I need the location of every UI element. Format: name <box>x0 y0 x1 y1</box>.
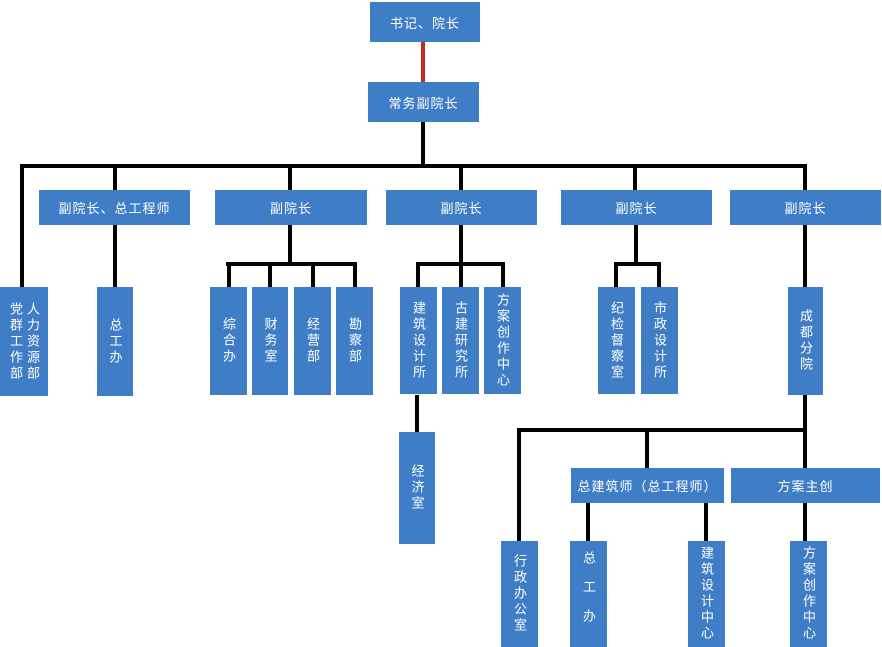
connector-line <box>268 262 272 287</box>
connector-line <box>614 262 661 266</box>
org-node-secretary-president: 书记、院长 <box>370 2 480 42</box>
connector-line-special <box>421 42 425 82</box>
org-node-label: 市政设计所 <box>652 300 667 381</box>
org-node-label: 总建筑师（总工程师） <box>577 479 718 494</box>
org-node-chief-engineer-office: 总工办 <box>97 287 133 396</box>
org-node-vice-president-3: 副院长 <box>561 190 712 225</box>
org-node-discipline-inspection-office: 纪检督察室 <box>598 287 635 394</box>
org-node-architecture-design-institute: 建筑设计所 <box>400 287 437 394</box>
org-node-vice-president-4: 副院长 <box>730 190 881 225</box>
connector-line <box>803 225 807 287</box>
connector-line <box>288 225 292 263</box>
org-node-label: 古建研究所 <box>453 300 468 381</box>
org-node-label: 总工办 <box>581 550 596 638</box>
org-node-vice-president-chief-engineer: 副院长、总工程师 <box>39 190 190 225</box>
org-node-label: 党群工作部 <box>8 301 23 382</box>
org-node-label: 常务副院长 <box>388 95 459 111</box>
connector-line <box>459 225 463 287</box>
org-node-label: 勘察部 <box>347 317 362 365</box>
org-node-municipal-design-institute: 市政设计所 <box>641 287 678 394</box>
org-node-label: 行政办公室 <box>512 554 527 634</box>
org-node-label: 副院长、总工程师 <box>58 201 171 216</box>
connector-line <box>517 428 807 432</box>
connector-line <box>704 503 708 541</box>
org-node-architecture-design-center: 建筑设计中心 <box>688 541 725 647</box>
connector-line <box>416 262 505 266</box>
org-node-vice-president-2: 副院长 <box>386 190 537 225</box>
connector-line <box>803 164 807 190</box>
org-node-vice-president-1: 副院长 <box>215 190 367 225</box>
org-node-label: 纪检督察室 <box>609 300 624 381</box>
connector-line <box>415 395 419 432</box>
connector-line <box>634 225 638 263</box>
connector-line <box>614 262 618 287</box>
connector-line <box>416 262 420 287</box>
org-node-concept-creation-center: 方案创作中心 <box>484 287 521 394</box>
org-node-label: 经营部 <box>305 317 320 365</box>
connector-line <box>459 164 463 190</box>
org-node-chengdu-branch: 成都分院 <box>788 287 823 395</box>
org-node-label: 经济室 <box>409 464 425 512</box>
connector-line <box>113 225 117 287</box>
connector-line <box>113 164 117 190</box>
connector-line <box>227 262 231 287</box>
org-node-label: 成都分院 <box>798 309 813 373</box>
connector-line <box>311 262 315 287</box>
org-node-label: 副院长 <box>269 201 312 216</box>
connector-line <box>803 503 807 541</box>
org-node-label: 总工办 <box>107 317 123 366</box>
org-node-concept-lead: 方案主创 <box>731 468 880 503</box>
org-node-general-office: 综合办 <box>210 287 247 395</box>
org-node-admin-office: 行政办公室 <box>501 541 538 647</box>
connector-line <box>645 428 649 468</box>
org-node-label: 方案主创 <box>777 479 834 494</box>
org-node-label: 副院长 <box>784 201 827 216</box>
org-node-label: 副院长 <box>615 201 658 216</box>
connector-line <box>421 122 425 166</box>
connector-line <box>501 262 505 287</box>
org-node-party-mass-hr-dept: 党群工作部人力资源部 <box>0 287 48 396</box>
org-node-label: 方案创作中心 <box>801 546 816 642</box>
connector-line <box>633 164 637 190</box>
org-node-label: 副院长 <box>440 201 483 216</box>
org-node-ancient-architecture-institute: 古建研究所 <box>442 287 479 394</box>
org-node-operations-dept: 经营部 <box>294 287 331 395</box>
org-node-economics-office: 经济室 <box>399 432 435 544</box>
connector-line <box>226 262 357 266</box>
org-node-chief-architect: 总建筑师（总工程师） <box>571 468 724 503</box>
org-node-label: 建筑设计所 <box>411 300 426 381</box>
org-node-survey-dept: 勘察部 <box>336 287 373 395</box>
connector-line <box>657 262 661 287</box>
org-node-label: 财务室 <box>262 317 278 365</box>
connector-line <box>288 164 292 190</box>
org-node-label: 建筑设计中心 <box>699 546 714 642</box>
connector-line <box>586 503 590 541</box>
connector-line <box>20 164 807 168</box>
org-node-label: 书记、院长 <box>389 15 460 31</box>
org-node-label: 综合办 <box>221 317 236 365</box>
org-node-chief-engineer-office-chengdu: 总工办 <box>570 541 607 647</box>
org-node-executive-vice-president: 常务副院长 <box>368 82 479 122</box>
org-node-label: 方案创作中心 <box>495 292 510 389</box>
org-node-finance-office: 财务室 <box>252 287 288 395</box>
org-node-label: 人力资源部 <box>25 301 40 382</box>
org-node-concept-creation-center-chengdu: 方案创作中心 <box>790 541 827 647</box>
connector-line <box>517 428 521 541</box>
connector-line <box>20 164 24 287</box>
connector-line <box>353 262 357 287</box>
